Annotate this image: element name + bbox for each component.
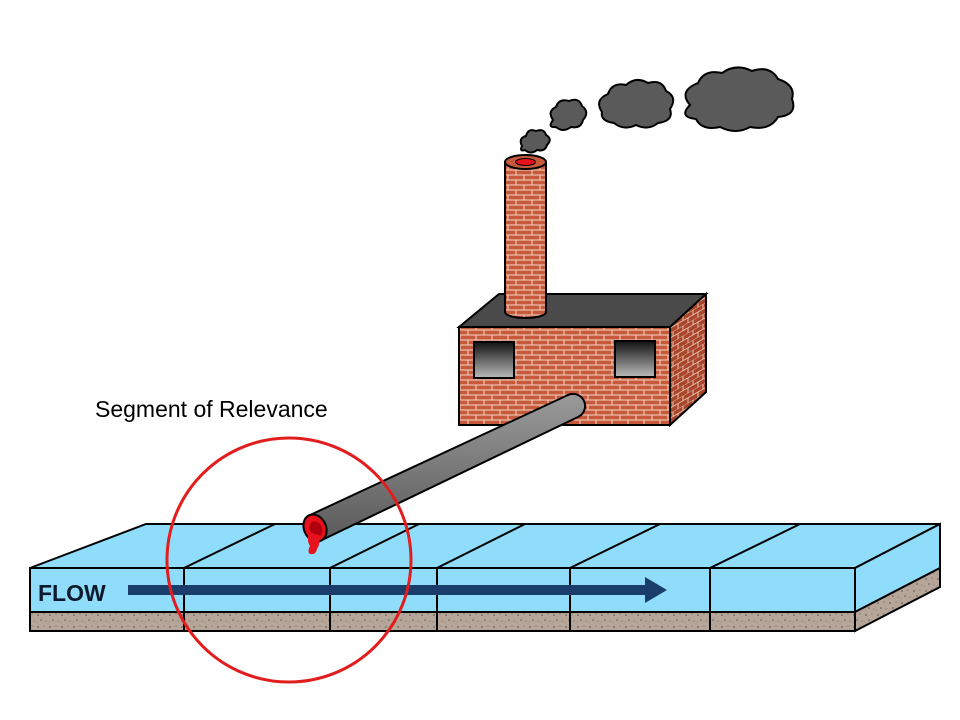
factory-window-left: [473, 341, 515, 379]
smoke-cloud-icon: [519, 66, 795, 154]
riverbed-side-sediment: [854, 566, 941, 633]
factory-roof: [456, 293, 709, 328]
factory-side-wall: [669, 291, 707, 428]
riverbed-sediment: [29, 611, 856, 632]
discharge-pipe-icon: [302, 392, 587, 555]
flow-label: FLOW: [38, 580, 106, 606]
segment-of-relevance-circle: [165, 436, 413, 684]
segment-of-relevance-label: Segment of Relevance: [95, 396, 328, 422]
river: FLOW: [29, 522, 941, 633]
factory-window-right: [614, 340, 656, 378]
flow-arrow-icon: [128, 577, 667, 603]
segment-dividers: [183, 523, 801, 631]
smokestack-icon: [504, 154, 547, 319]
pollutant-drip: [307, 532, 320, 555]
